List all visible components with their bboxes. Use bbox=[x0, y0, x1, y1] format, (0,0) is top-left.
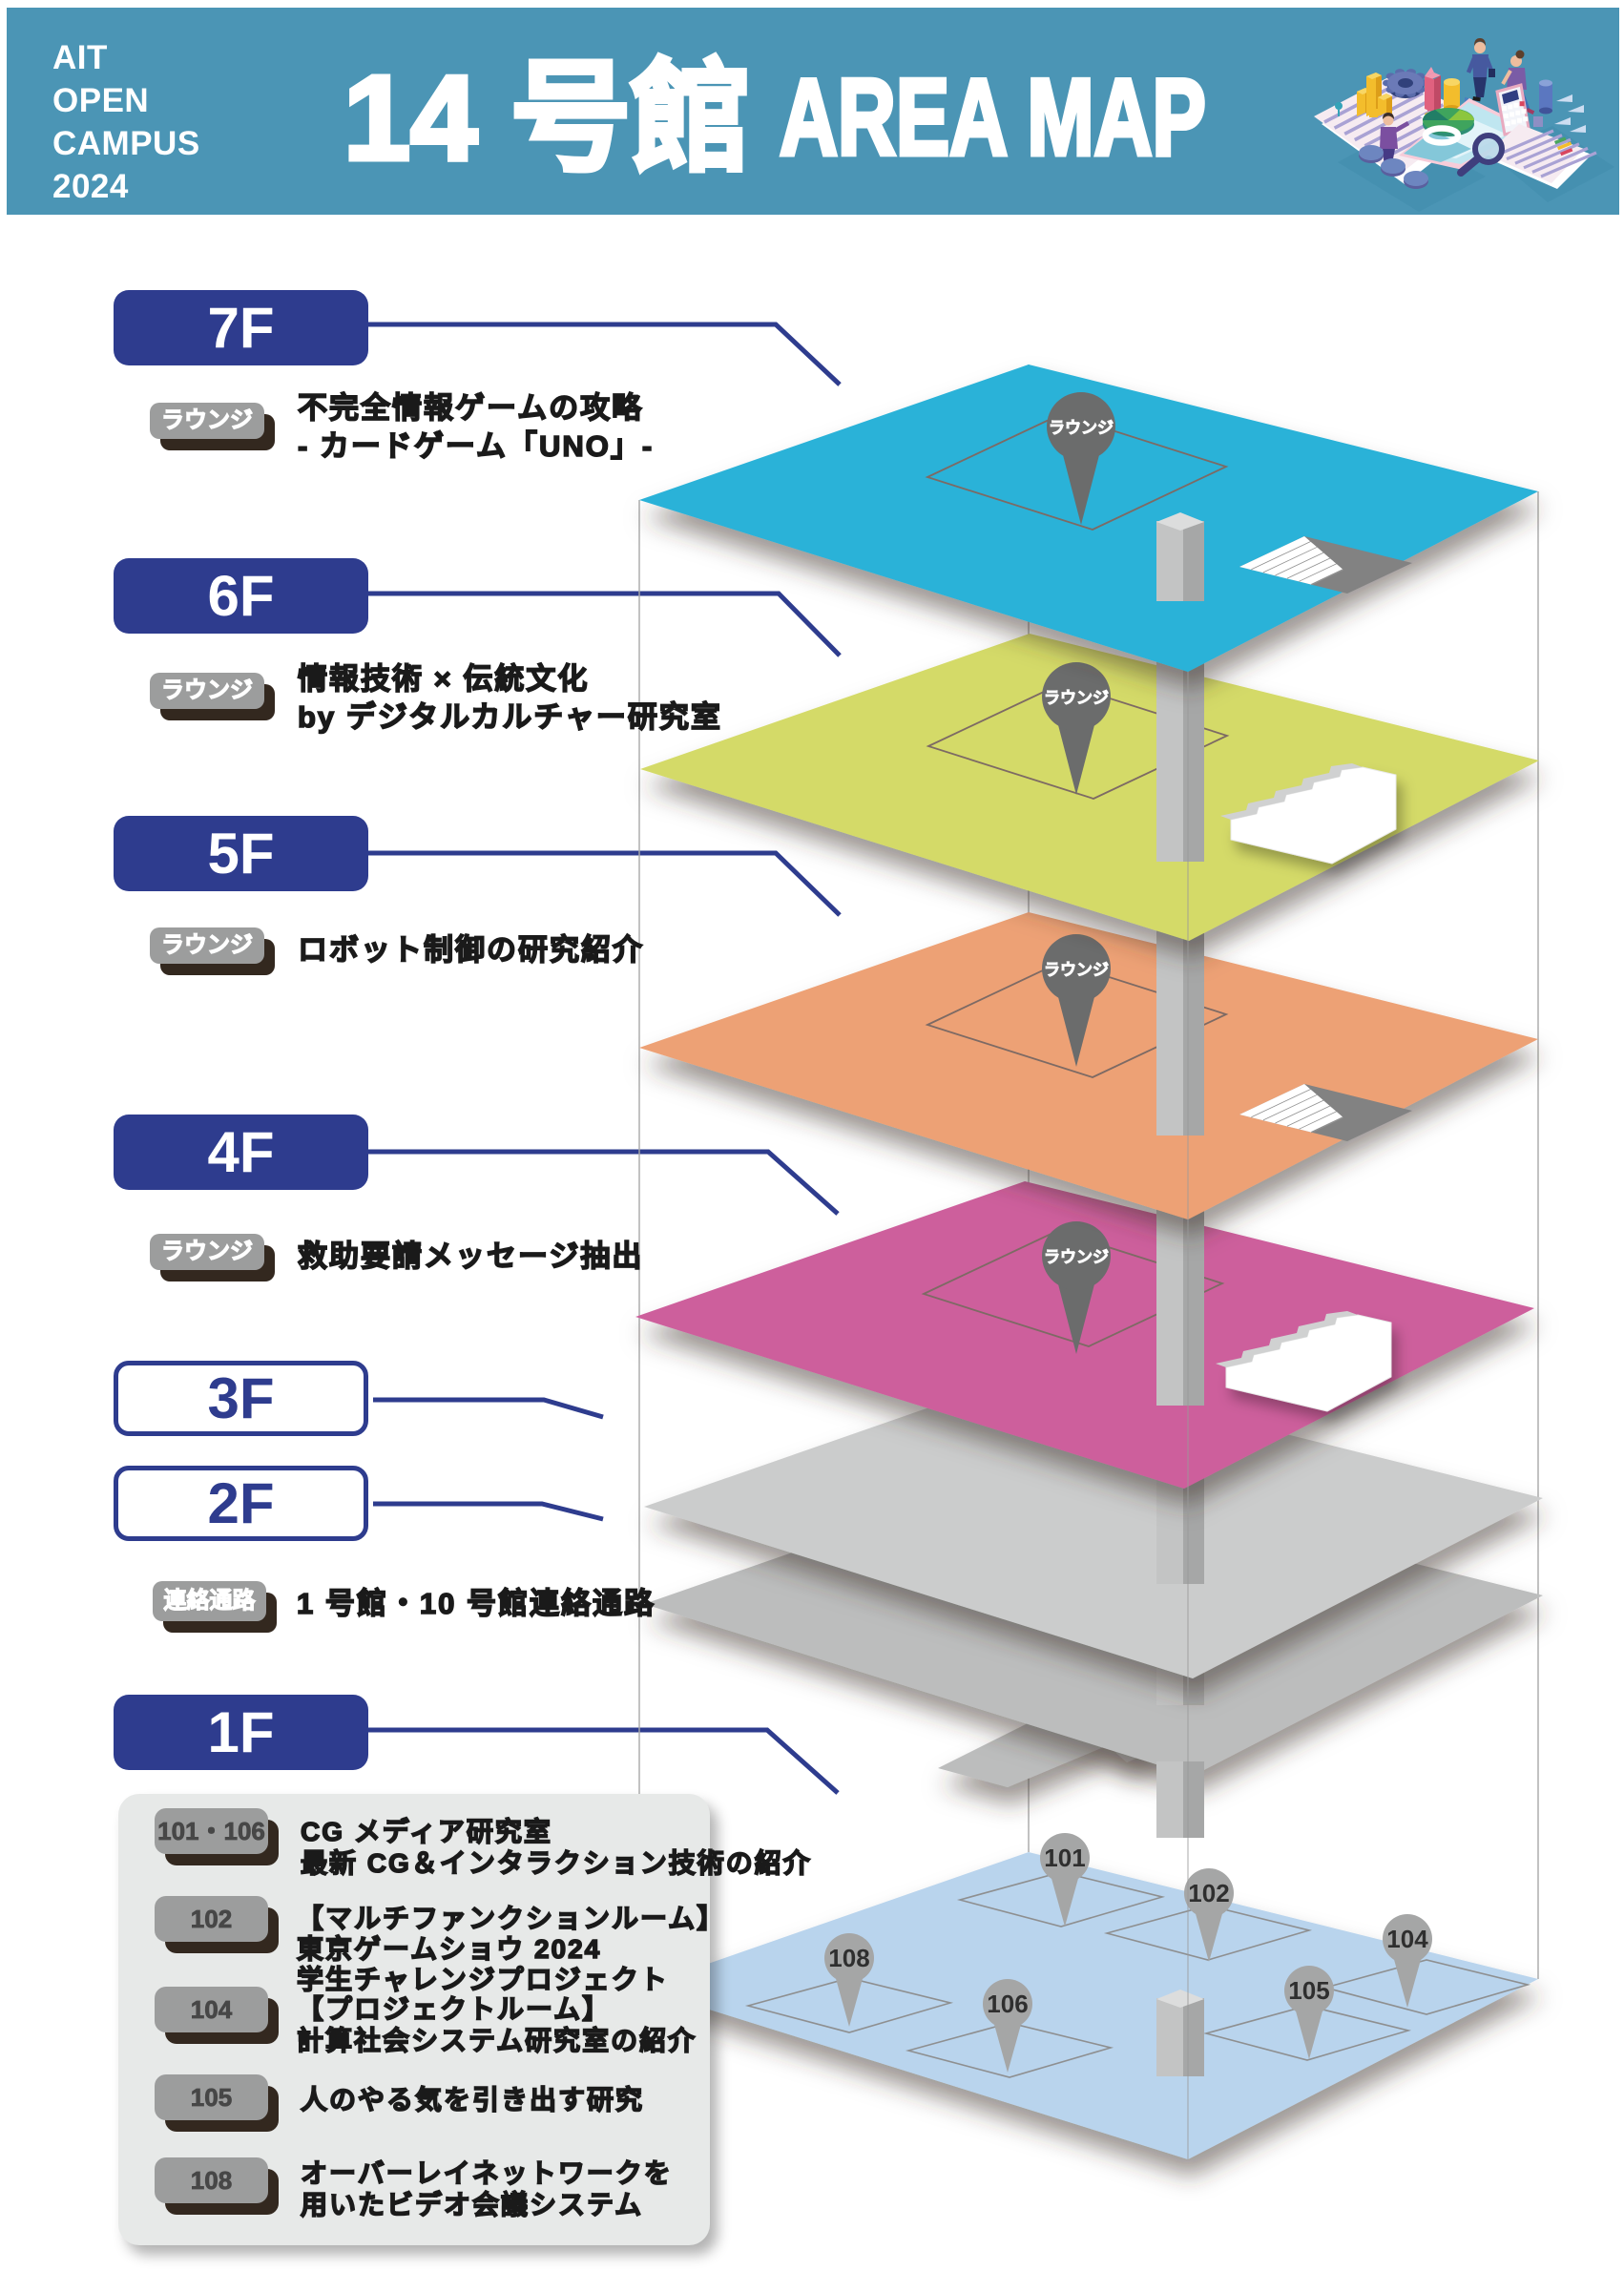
svg-text:ラウンジ: ラウンジ bbox=[1044, 689, 1109, 707]
svg-text:104: 104 bbox=[1386, 1925, 1428, 1953]
svg-text:ラウンジ: ラウンジ bbox=[1044, 961, 1109, 979]
svg-text:105: 105 bbox=[1288, 1976, 1329, 2005]
svg-text:102: 102 bbox=[1188, 1879, 1229, 1907]
svg-text:ラウンジ: ラウンジ bbox=[1049, 419, 1114, 437]
svg-text:106: 106 bbox=[987, 1990, 1028, 2018]
svg-text:ラウンジ: ラウンジ bbox=[1044, 1248, 1109, 1266]
svg-text:108: 108 bbox=[828, 1944, 869, 1972]
svg-text:101: 101 bbox=[1044, 1844, 1085, 1872]
